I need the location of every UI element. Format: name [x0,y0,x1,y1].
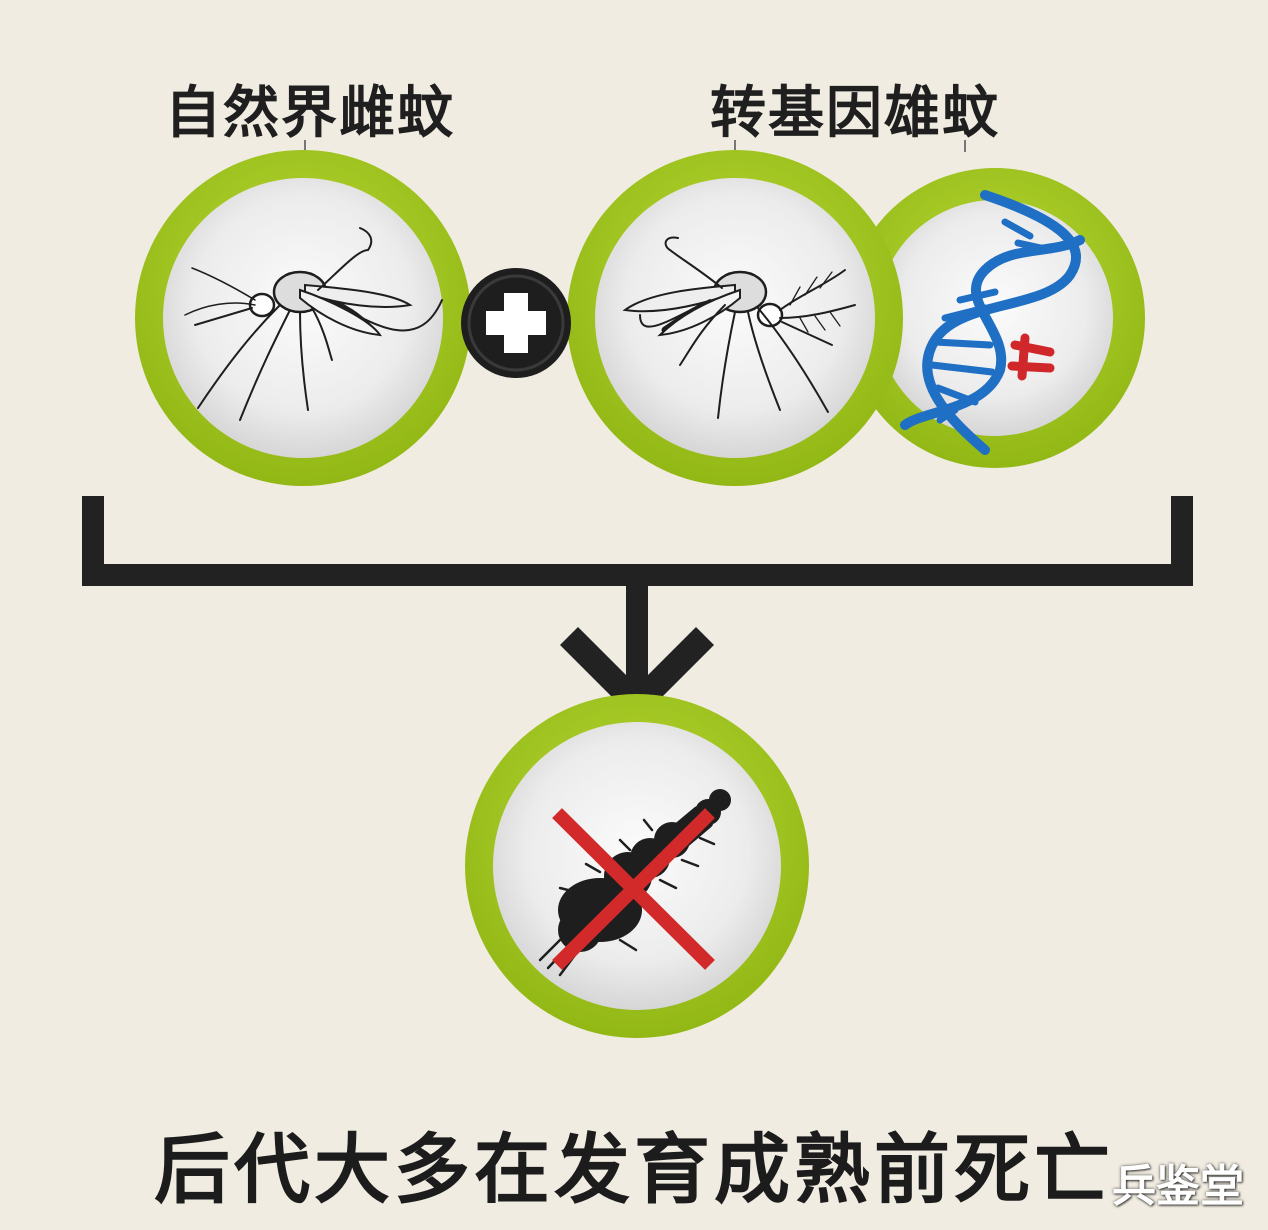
tick-marks [304,140,966,152]
dna-circle [845,168,1145,468]
transgenic-male-mosquito-label: 转基因雄蚊 [710,80,1000,146]
female-mosquito-circle [135,150,471,486]
bracket-connector [82,496,1193,690]
mosquito-icon [184,227,443,421]
plus-icon [461,268,571,378]
mosquito-icon [622,236,856,419]
male-mosquito-circle [567,150,903,486]
dna-helix-icon [900,190,1085,455]
crossed-larva-icon [538,789,731,977]
watermark: 兵鉴堂 [1112,1161,1244,1212]
natural-female-mosquito-label: 自然界雌蚊 [165,80,455,146]
outcome-caption: 后代大多在发育成熟前死亡 [154,1125,1114,1214]
offspring-circle [465,694,809,1038]
down-arrow-icon [560,627,714,722]
